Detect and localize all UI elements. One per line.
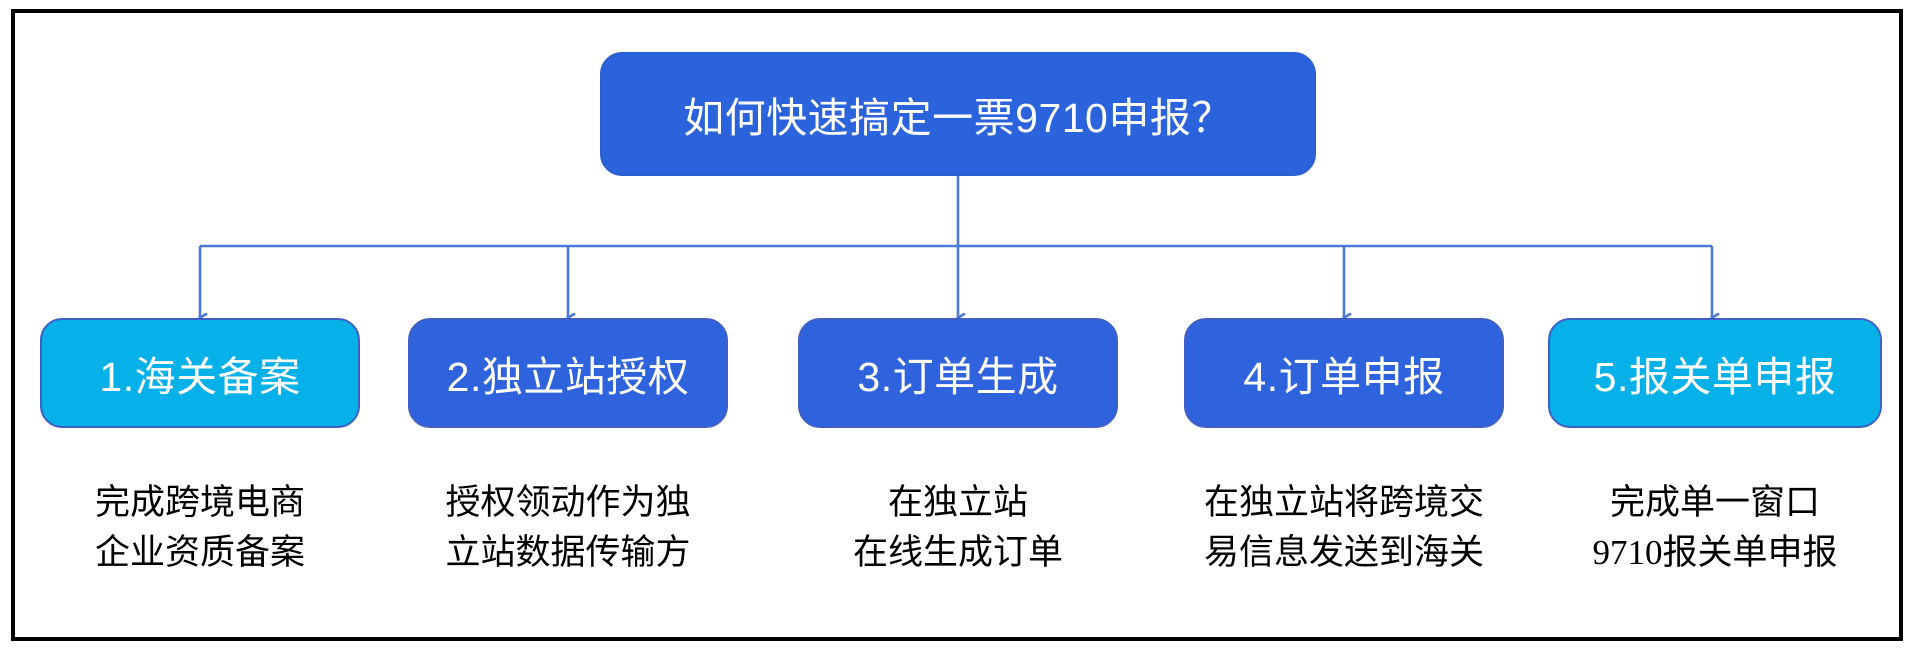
step-caption-2: 授权领动作为独 立站数据传输方: [445, 483, 691, 572]
step-node-5[interactable]: 5.报关单申报: [1548, 318, 1882, 428]
step-node-1[interactable]: 1.海关备案: [40, 318, 360, 428]
step-node-3[interactable]: 3.订单生成: [798, 318, 1118, 428]
diagram-frame-border: [11, 9, 1903, 641]
step-caption-4: 在独立站将跨境交 易信息发送到海关: [1203, 483, 1484, 572]
step-caption-5: 完成单一窗口 9710报关单申报: [1592, 483, 1838, 572]
root-node-question[interactable]: 如何快速搞定一票9710申报？: [600, 52, 1316, 176]
step-node-2[interactable]: 2.独立站授权: [408, 318, 728, 428]
step-caption-3: 在独立站 在线生成订单: [852, 483, 1063, 572]
step-node-4[interactable]: 4.订单申报: [1184, 318, 1504, 428]
step-caption-1: 完成跨境电商 企业资质备案: [94, 483, 305, 572]
